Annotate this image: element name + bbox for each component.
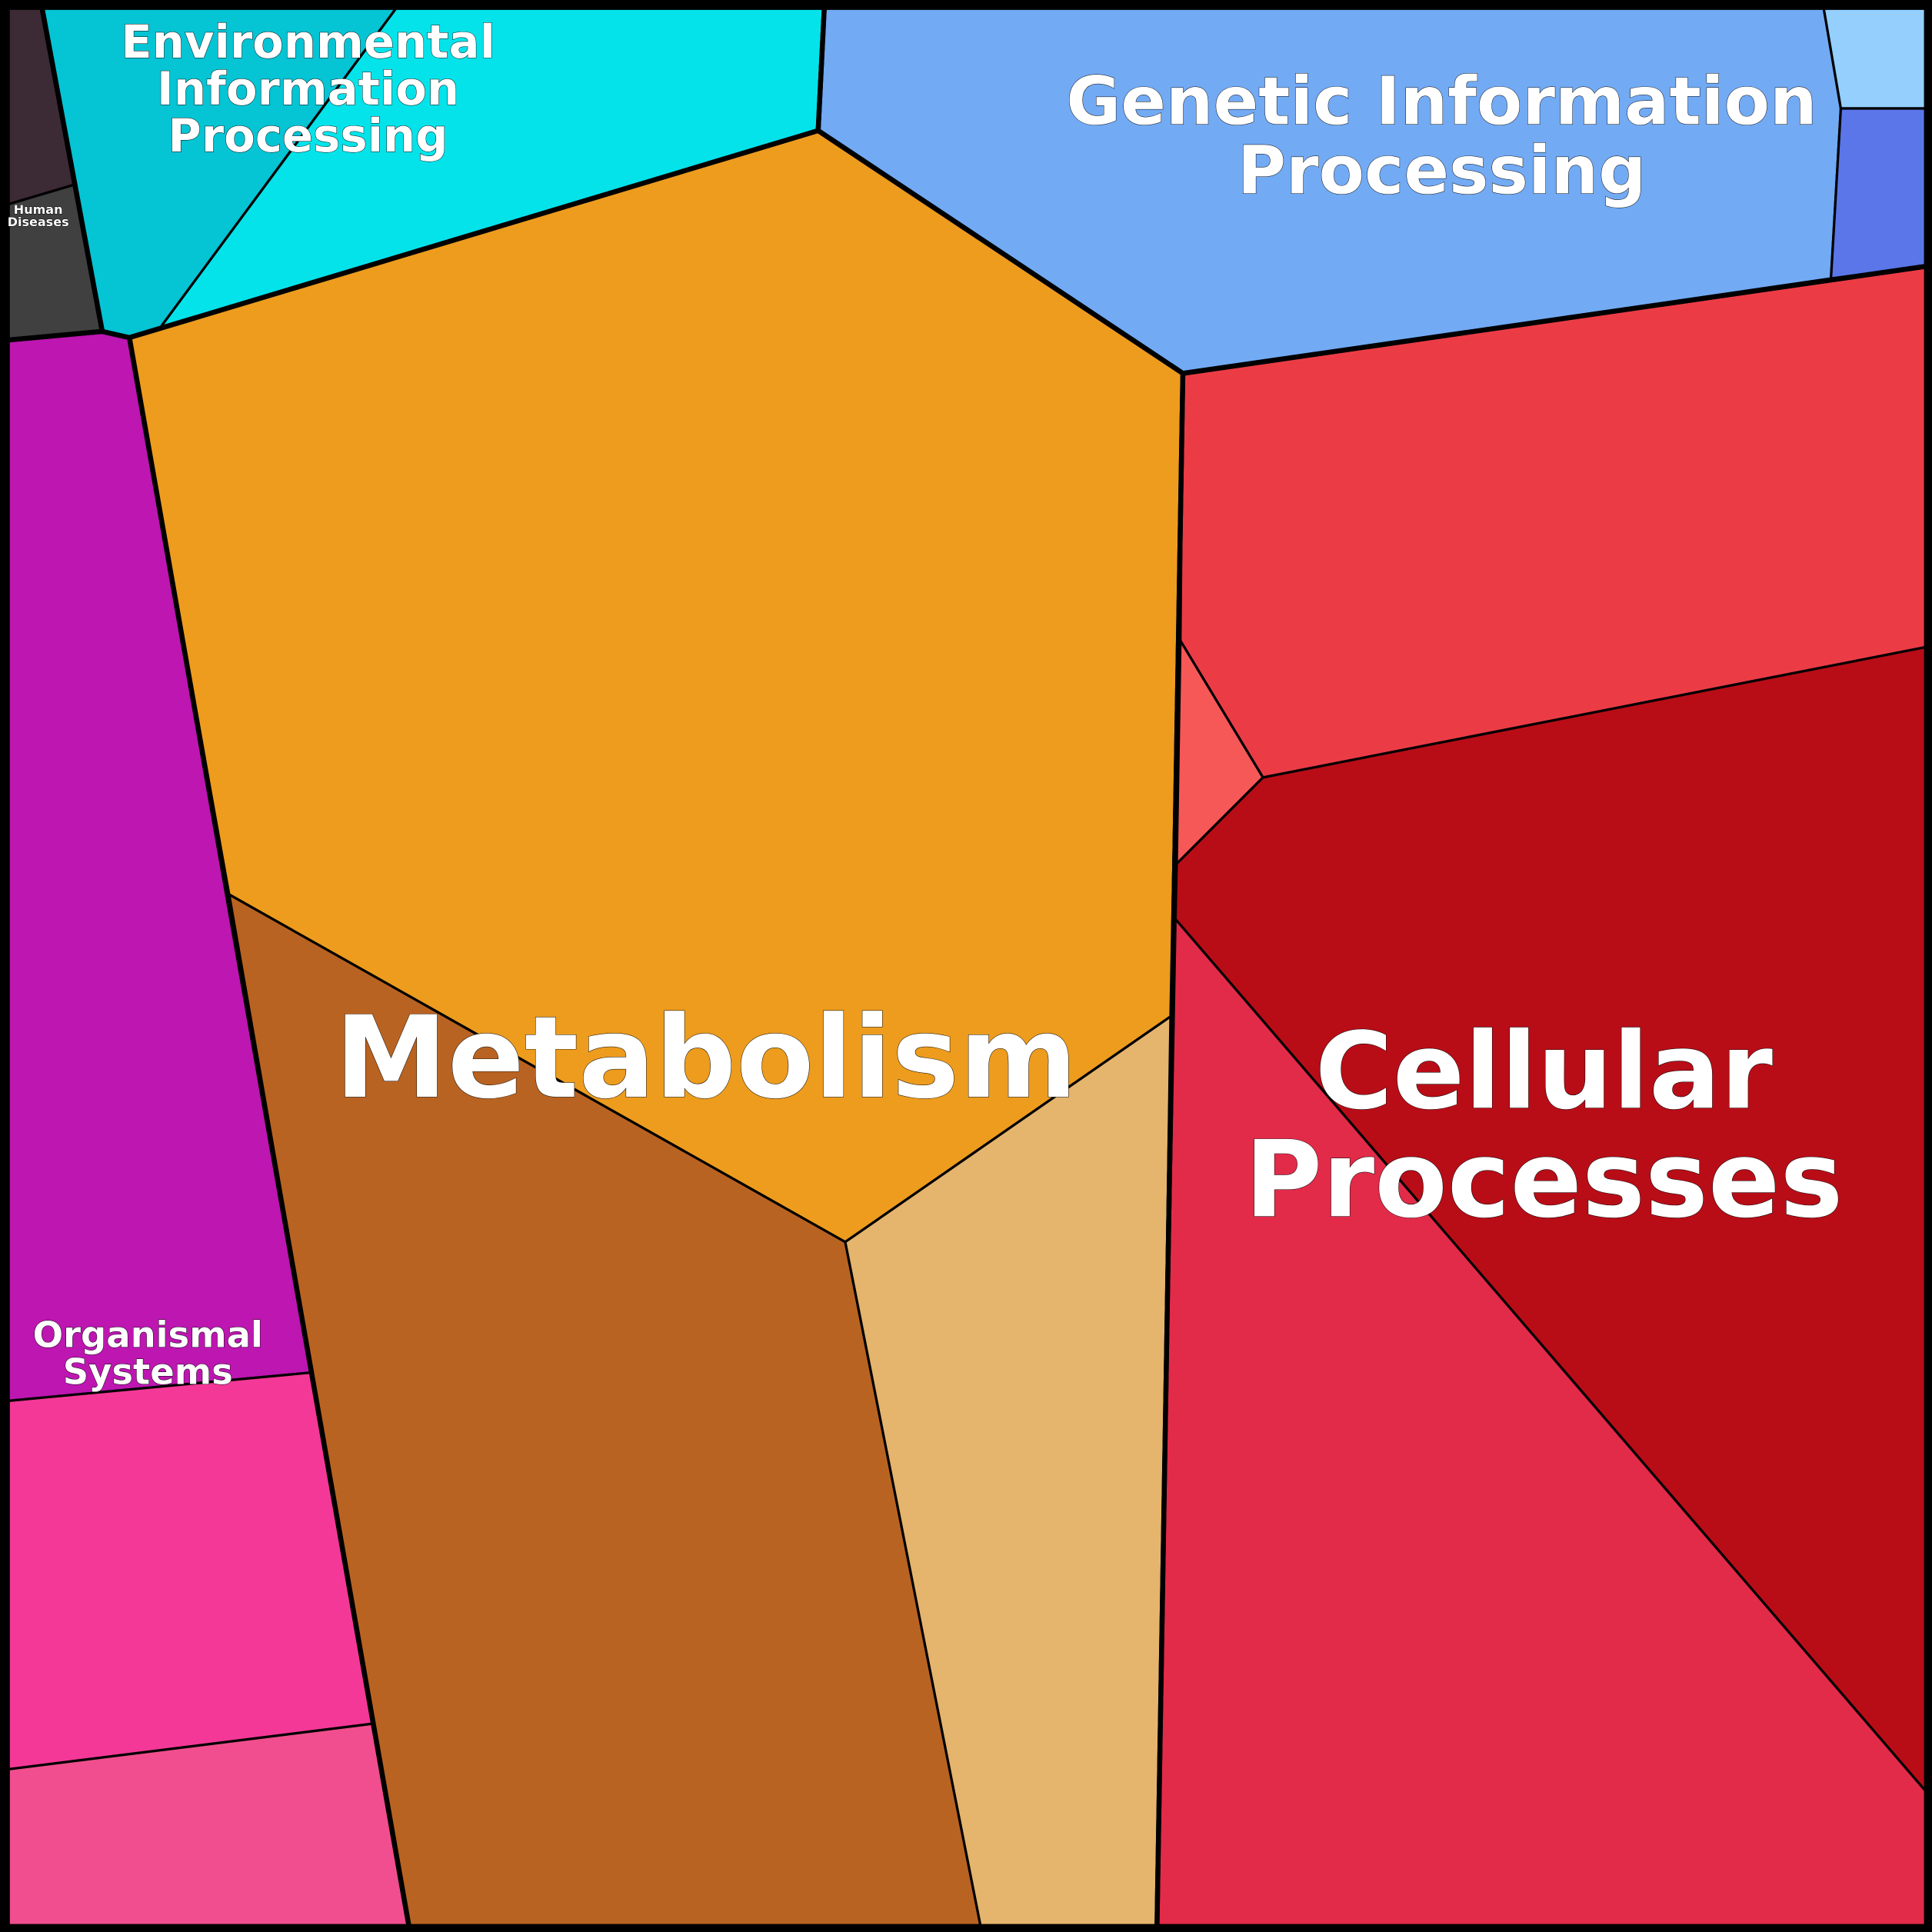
label-line: Processes [1244, 1118, 1843, 1241]
cell-genetic-information-processing-2 [1822, 6, 1929, 110]
label-line: Processing [168, 109, 448, 162]
label-line: Systems [63, 1351, 233, 1392]
label-line: Information [157, 62, 459, 115]
label-line: Diseases [8, 215, 69, 229]
label-line: Genetic Information [1066, 64, 1817, 141]
label-line: Organismal [33, 1314, 263, 1355]
cell-organismal-systems-2 [6, 1371, 374, 1771]
label-line: Metabolism [335, 991, 1078, 1124]
label-line: Processing [1237, 132, 1647, 209]
cell-genetic-information-processing-3 [1829, 107, 1929, 280]
label-line: Human [14, 202, 63, 217]
label-line: Cellular [1315, 1010, 1773, 1133]
label-metabolism: Metabolism [335, 991, 1078, 1124]
label-line: Environmental [121, 15, 495, 68]
